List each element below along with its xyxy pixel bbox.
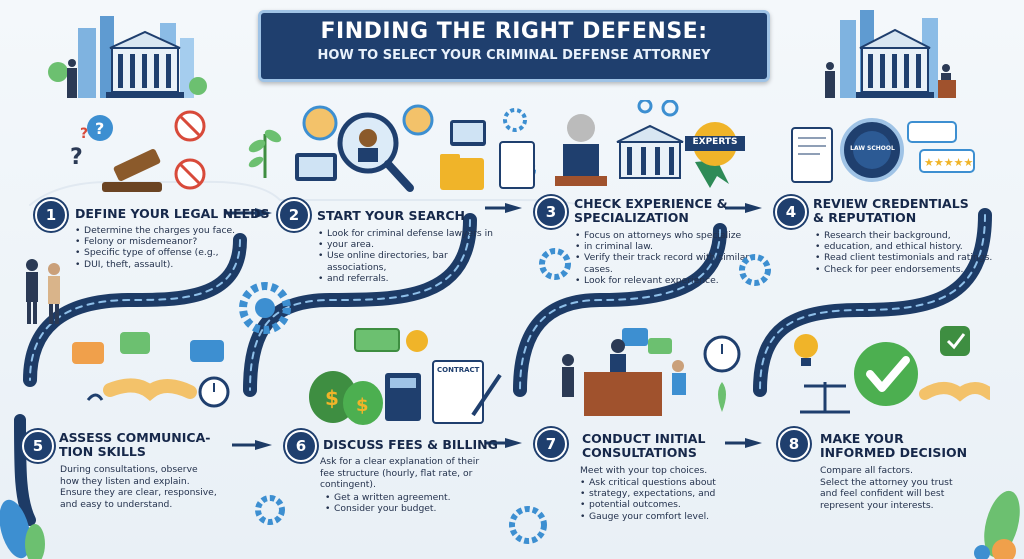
svg-text:?: ?: [95, 119, 104, 138]
step-3-title-line2: SPECIALIZATION: [574, 210, 689, 225]
consultation-meeting-icon: [562, 328, 741, 416]
step-7-description: Meet with your top choices.: [580, 465, 708, 476]
question-gavel-icon: ? ? ?: [70, 110, 206, 192]
list-item: Felony or misdemeanor?: [75, 236, 245, 247]
list-item: Determine the charges you face.: [75, 225, 245, 236]
leaves-right-icon: [974, 490, 1020, 559]
step-6-title: DISCUSS FEES & BILLING: [323, 437, 498, 452]
step-1-bullets: Determine the charges you face. Felony o…: [75, 225, 245, 270]
step-2-title: START YOUR SEARCH: [317, 208, 466, 223]
step-3-badge: 3: [535, 196, 567, 228]
decision-checkmark-icon: [794, 326, 990, 414]
list-item: potential outcomes.: [580, 499, 760, 510]
list-item: Use online directories, bar associations…: [318, 250, 508, 272]
list-item: and referrals.: [318, 273, 508, 284]
step-4-bullets: Research their background, education, an…: [815, 230, 1005, 275]
gear-icon: [239, 282, 291, 334]
gear-icon: [509, 506, 547, 544]
list-item: Ask critical questions about: [580, 477, 760, 488]
step-4-badge: 4: [775, 196, 807, 228]
step-5-title-line2: TION SKILLS: [59, 444, 146, 459]
list-item: Consider your budget.: [325, 503, 515, 514]
list-item: Specific type of offense (e.g.,: [75, 247, 245, 258]
svg-text:$: $: [325, 386, 339, 410]
step-8-title-line2: INFORMED DECISION: [820, 445, 968, 460]
people-consulting-icon: [26, 259, 60, 324]
step-6-bullets: Get a written agreement. Consider your b…: [325, 492, 515, 515]
svg-text:?: ?: [80, 126, 88, 142]
list-item: DUI, theft, assault).: [75, 259, 245, 270]
experts-badge-text: EXPERTS: [692, 137, 738, 147]
courthouse-city-right-icon: [825, 10, 956, 98]
list-item: Focus on attorneys who specialize: [575, 230, 765, 241]
step-5-description: During consultations, observe how they l…: [60, 464, 217, 510]
page-title: FINDING THE RIGHT DEFENSE:: [320, 19, 708, 44]
gear-icon: [255, 495, 285, 525]
step-5-title-line1: ASSESS COMMUNICA-: [59, 430, 211, 445]
step-7-badge: 7: [535, 428, 567, 460]
list-item: Verify their track record with similar c…: [575, 252, 765, 274]
list-item: in criminal law.: [575, 241, 765, 252]
step-3-title-line1: CHECK EXPERIENCE &: [574, 196, 728, 211]
step-8-title-line1: MAKE YOUR: [820, 431, 904, 446]
attorney-experts-icon: [499, 100, 745, 189]
fees-money-icon: $ $: [309, 328, 502, 425]
list-item: education, and ethical history.: [815, 241, 1005, 252]
title-banner: FINDING THE RIGHT DEFENSE: HOW TO SELECT…: [258, 10, 770, 82]
step-7-title-line2: CONSULTATIONS: [582, 445, 697, 460]
sprout-icon: [248, 129, 282, 178]
contract-label: CONTRACT: [437, 366, 480, 374]
step-8-badge: 8: [778, 428, 810, 460]
leaves-left-icon: [0, 499, 45, 559]
list-item: your area.: [318, 239, 508, 250]
communication-handshake-icon: [72, 332, 230, 408]
step-6-description: Ask for a clear explanation of their fee…: [320, 456, 480, 490]
list-item: Check for peer endorsements.: [815, 264, 1005, 275]
step-6-badge: 6: [285, 430, 317, 462]
step-3-bullets: Focus on attorneys who specialize in cri…: [575, 230, 765, 286]
list-item: Read client testimonials and ratings.: [815, 252, 1005, 263]
list-item: Look for relevant experience.: [575, 275, 765, 286]
courthouse-city-left-icon: [48, 16, 207, 98]
page-subtitle: HOW TO SELECT YOUR CRIMINAL DEFENSE ATTO…: [317, 48, 711, 63]
step-1-badge: 1: [35, 199, 67, 231]
step-7-title-line1: CONDUCT INITIAL: [582, 431, 706, 446]
step-4-title-line1: REVIEW CREDENTIALS: [813, 196, 969, 211]
svg-text:★★★★★: ★★★★★: [924, 156, 973, 169]
search-magnifier-icon: [295, 104, 486, 192]
gear-icon: [739, 254, 771, 286]
svg-text:$: $: [356, 395, 369, 416]
step-4-title-line2: & REPUTATION: [813, 210, 917, 225]
step-7-bullets: Ask critical questions about strategy, e…: [580, 477, 760, 522]
step-8-description: Compare all factors. Select the attorney…: [820, 465, 953, 511]
step-1-title: DEFINE YOUR LEGAL NEEDS: [75, 206, 270, 221]
svg-text:?: ?: [70, 145, 83, 170]
step-2-badge: 2: [278, 199, 310, 231]
gear-icon: [539, 248, 571, 280]
step-2-bullets: Look for criminal defense lawyers in you…: [318, 228, 508, 284]
list-item: Gauge your comfort level.: [580, 511, 760, 522]
list-item: Research their background,: [815, 230, 1005, 241]
list-item: Get a written agreement.: [325, 492, 515, 503]
credentials-seal-icon: ★★★★★: [791, 118, 975, 183]
step-5-badge: 5: [22, 430, 54, 462]
list-item: strategy, expectations, and: [580, 488, 760, 499]
law-school-seal-text: LAW SCHOOL: [850, 145, 895, 152]
list-item: Look for criminal defense lawyers in: [318, 228, 508, 239]
